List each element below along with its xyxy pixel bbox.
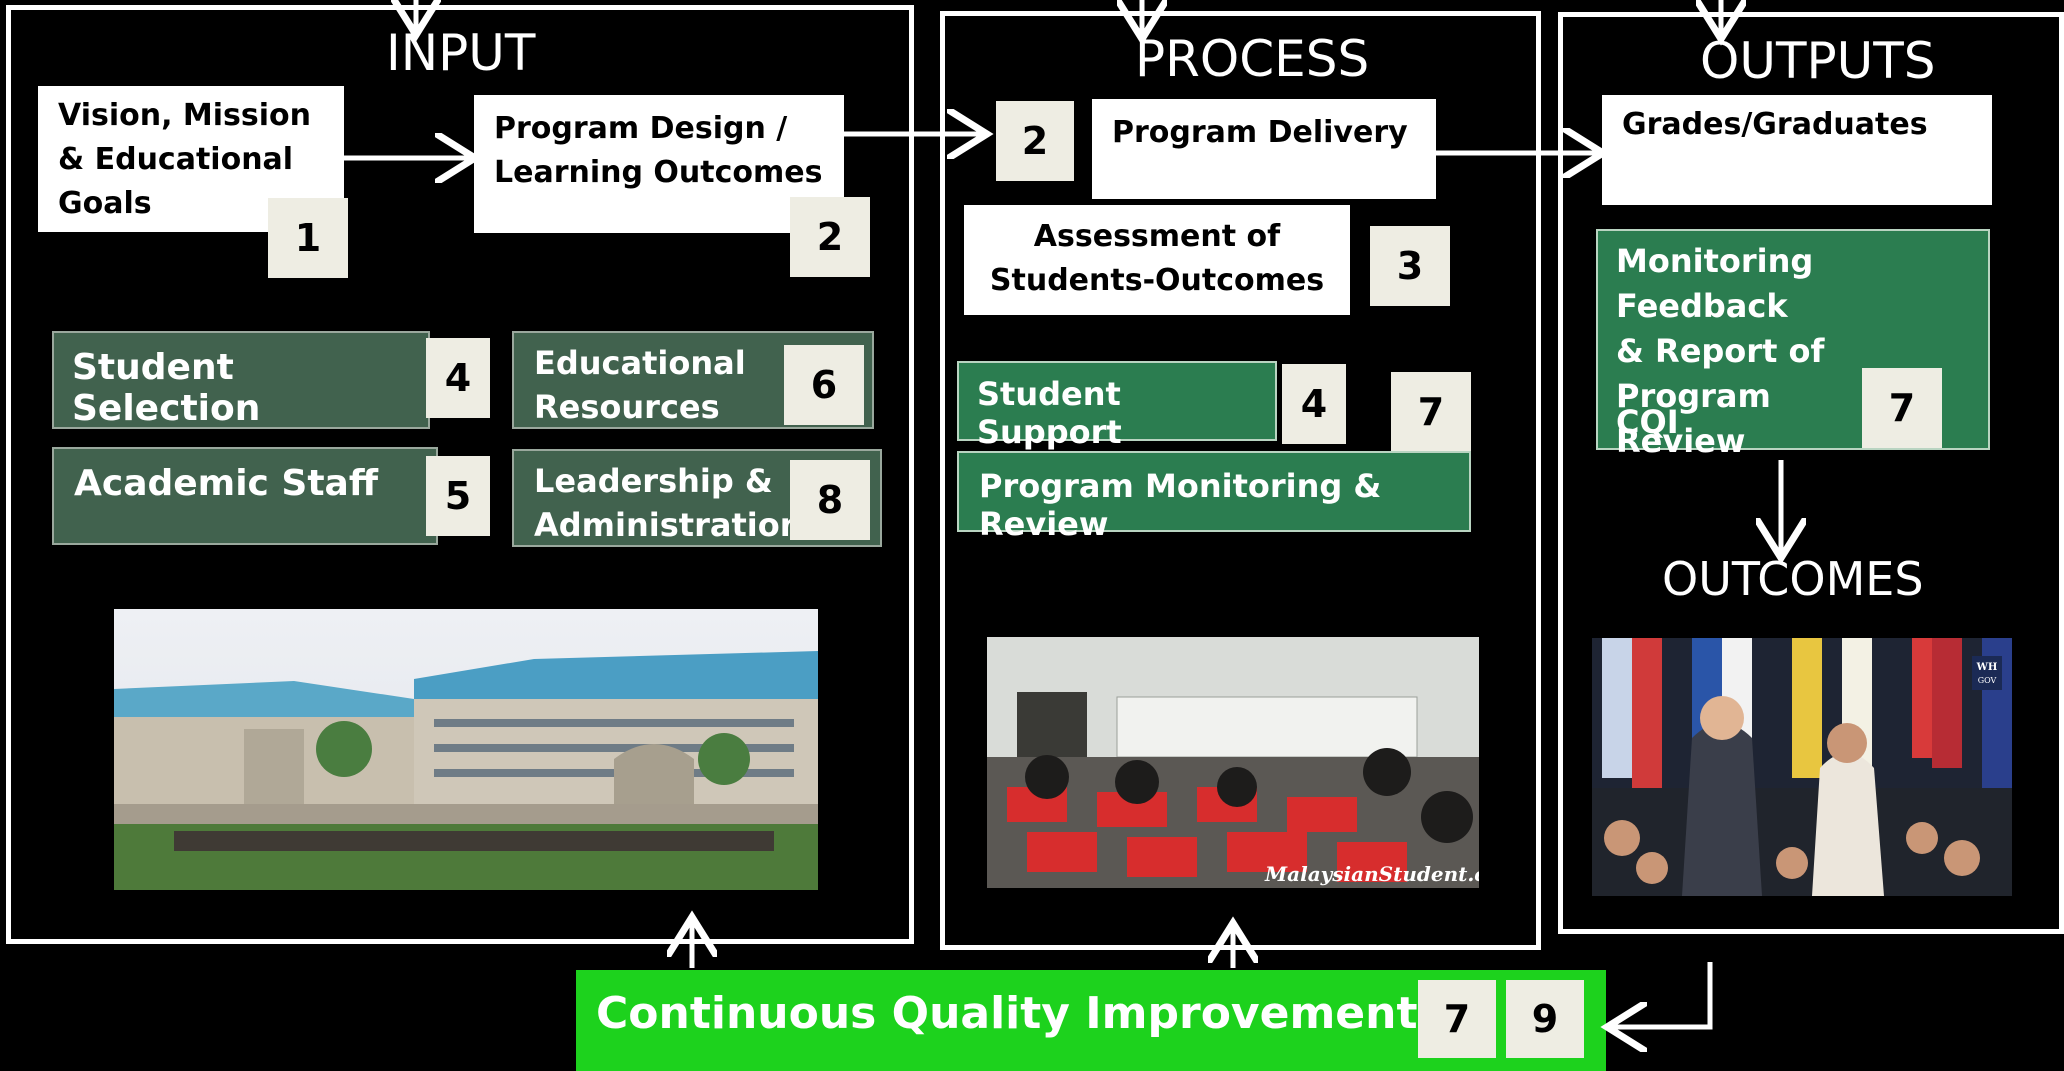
outcomes-students-photo: WH GOV <box>1592 638 2012 896</box>
educational-resources-number-badge: 6 <box>784 345 864 425</box>
student-support-box: Student Support <box>957 361 1277 451</box>
leadership-number-badge: 8 <box>790 460 870 540</box>
vision-mission-goals-box: Vision, Mission & Educational Goals <box>38 86 344 232</box>
classroom-photo: MalaysianStudent.c <box>987 637 1479 888</box>
outputs-panel <box>1558 12 2064 934</box>
program-delivery-box: Program Delivery <box>1092 99 1436 199</box>
photo-badge-line1: WH <box>1976 662 1998 673</box>
process-title: PROCESS <box>1135 30 1370 88</box>
cqi-number-badge: 7 <box>1862 368 1942 448</box>
grades-graduates-box: Grades/Graduates <box>1602 95 1992 205</box>
academic-staff-number-badge: 5 <box>426 456 490 536</box>
assessment-number-badge: 3 <box>1370 226 1450 306</box>
input-panel <box>6 5 914 944</box>
classroom-watermark: MalaysianStudent.c <box>1264 862 1479 886</box>
arrow-outputs-to-cqi <box>1612 962 1713 1027</box>
photo-badge-line2: GOV <box>1978 676 1997 685</box>
program-design-number-badge: 2 <box>790 197 870 277</box>
cqi-bar-label: Continuous Quality Improvement <box>596 988 1418 1039</box>
program-monitoring-number-badge: 7 <box>1391 372 1471 452</box>
student-selection-box: Student Selection <box>52 331 430 429</box>
academic-staff-box: Academic Staff <box>52 447 438 545</box>
program-delivery-number-badge: 2 <box>996 101 1074 181</box>
assessment-box: Assessment of Students-Outcomes <box>964 205 1350 315</box>
cqi-bar-number-9: 9 <box>1506 980 1584 1058</box>
campus-building-photo <box>114 609 818 890</box>
cqi-label: CQI <box>1616 403 1679 441</box>
student-support-number-badge: 4 <box>1282 364 1346 444</box>
monitoring-feedback-label: Monitoring Feedback & Report of Program … <box>1616 242 1825 460</box>
student-selection-number-badge: 4 <box>426 338 490 418</box>
program-monitoring-box: Program Monitoring & Review <box>957 451 1471 543</box>
program-design-box: Program Design / Learning Outcomes <box>474 95 844 233</box>
vision-number-badge: 1 <box>268 198 348 278</box>
cqi-bar-number-7: 7 <box>1418 980 1496 1058</box>
